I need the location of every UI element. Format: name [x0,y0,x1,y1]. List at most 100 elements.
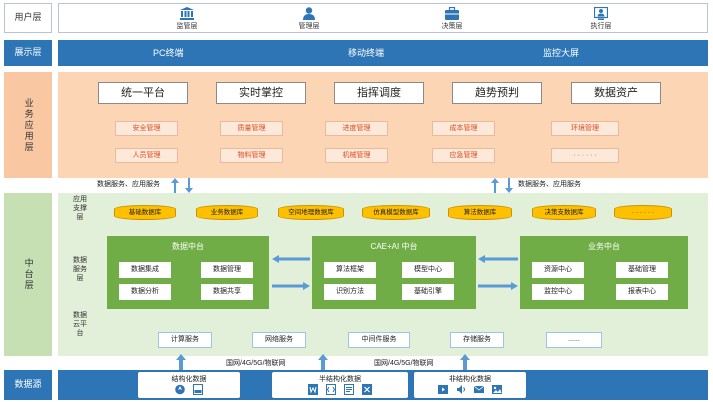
hub-item: 基础引擎 [402,284,454,300]
source-structured: 结构化数据 [138,372,240,398]
excel-icon [362,384,372,395]
government-building-icon [180,7,194,20]
platform-realtime: 实时掌控 [216,82,306,104]
source-title: 结构化数据 [171,376,207,383]
hub-item: 监控中心 [532,284,584,300]
network-label-left: 国网/4G/5G/物联网 [226,360,286,367]
cloud-service: 网络服务 [252,332,306,348]
source-unstructured: 非结构化数据 [414,372,526,398]
cloud-service: 存储服务 [450,332,504,348]
hub-item: 模型中心 [402,262,454,278]
display-item-pc: PC终端 [153,48,184,58]
image-icon [492,384,502,395]
layer-label-source: 数据源 [4,370,52,400]
database-icon [175,384,185,395]
business-module: 进度管理 [325,121,388,136]
xml-file-icon [326,384,336,395]
cloud-service: 中间件服务 [348,332,410,348]
hub-cae-ai-platform: CAE+AI 中台 算法框架 模型中心 识别方法 基础引擎 [312,236,476,309]
database-cylinder: 基础数据库 [114,205,176,220]
hub-title: 数据中台 [172,242,204,251]
hub-business-platform: 业务中台 资源中心 基础管理 监控中心 报表中心 [520,236,688,309]
layer-label-display: 展示层 [4,40,52,66]
hub-title: CAE+AI 中台 [370,242,418,251]
user-item-label: 管理层 [298,23,320,30]
platform-trend: 趋势预判 [452,82,542,104]
arrow-left-icon [478,255,518,263]
document-icon [344,384,354,395]
platform-data-asset: 数据资产 [571,82,661,104]
database-cylinder: 业务数据库 [196,205,258,220]
hub-item: 数据分析 [119,284,171,300]
json-file-icon [193,384,203,395]
database-cylinder: 算法数据库 [448,205,512,220]
source-title: 非结构化数据 [449,376,491,383]
business-module: 物料管理 [220,148,283,163]
arrow-up-icon [176,354,186,370]
business-module: · · · · · · [551,148,619,163]
hub-item: 数据集成 [119,262,171,278]
sub-layer-data-service: 数据服务层 [73,257,87,282]
sub-layer-data-cloud: 数据云平台 [73,312,87,337]
platform-unified: 统一平台 [98,82,188,104]
hub-item: 算法框架 [324,262,376,278]
arrow-right-icon [272,282,310,290]
user-item-manager: 管理层 [269,4,349,34]
display-item-mobile: 移动终端 [348,48,385,58]
cloud-service: ...... [546,332,602,348]
up-down-arrows-icon [171,178,193,193]
business-module: 环境管理 [551,121,619,136]
id-card-icon [594,7,608,20]
database-cylinder: · · · · · · [614,205,672,220]
up-down-arrows-icon [491,178,513,193]
business-module: 应急管理 [432,148,495,163]
hub-data-platform: 数据中台 数据集成 数据管理 数据分析 数据共享 [107,236,269,309]
arrow-up-icon [318,354,328,370]
word-icon [308,384,318,395]
database-cylinder: 决策支数据库 [532,205,596,220]
display-item-bigscreen: 监控大屏 [543,48,580,58]
hub-title: 业务中台 [588,242,620,251]
business-module: 成本管理 [432,121,495,136]
layer-label-user: 用户层 [4,3,52,33]
hub-item: 资源中心 [532,262,584,278]
user-item-decision: 决策层 [412,4,492,34]
layer-label-business: 业务应用层 [4,72,52,178]
arrow-right-icon [478,282,518,290]
user-item-regulator: 监管层 [147,4,227,34]
user-row: 监管层 管理层 决策层 执行层 [58,3,708,33]
user-item-executor: 执行层 [561,4,641,34]
business-module: 安全管理 [115,121,178,136]
database-cylinder: 仿真模型数据库 [362,205,430,220]
source-title: 半结构化数据 [319,376,361,383]
user-item-label: 执行层 [590,23,612,30]
arrow-up-icon [460,354,470,370]
platform-dispatch: 指挥调度 [334,82,424,104]
hub-item: 报表中心 [616,284,668,300]
sub-layer-app-support: 应用支撑层 [73,196,87,221]
business-module: 机械管理 [325,148,388,163]
business-module: 人员管理 [115,148,178,163]
hub-item: 基础管理 [616,262,668,278]
user-item-label: 决策层 [441,23,463,30]
user-item-label: 监管层 [176,23,198,30]
mail-icon [474,384,484,395]
audio-icon [456,384,466,395]
video-icon [438,384,448,395]
source-semi-structured: 半结构化数据 [272,372,408,398]
business-module: 质量管理 [220,121,283,136]
database-cylinder: 空间地理数据库 [278,205,344,220]
display-row: PC终端 移动终端 监控大屏 [58,40,708,66]
connector-label-left: 数据服务、应用服务 [97,181,160,188]
hub-item: 数据管理 [201,262,253,278]
business-row: 统一平台 实时掌控 指挥调度 趋势预判 数据资产 安全管理 质量管理 进度管理 … [58,72,708,178]
connector-label-right: 数据服务、应用服务 [518,181,581,188]
cloud-service: 计算服务 [158,332,212,348]
arrow-left-icon [272,255,310,263]
person-icon [303,7,315,20]
hub-item: 数据共享 [201,284,253,300]
network-label-right: 国网/4G/5G/物联网 [374,360,434,367]
briefcase-icon [445,7,459,20]
hub-item: 识别方法 [324,284,376,300]
layer-label-middle: 中台层 [4,193,52,356]
